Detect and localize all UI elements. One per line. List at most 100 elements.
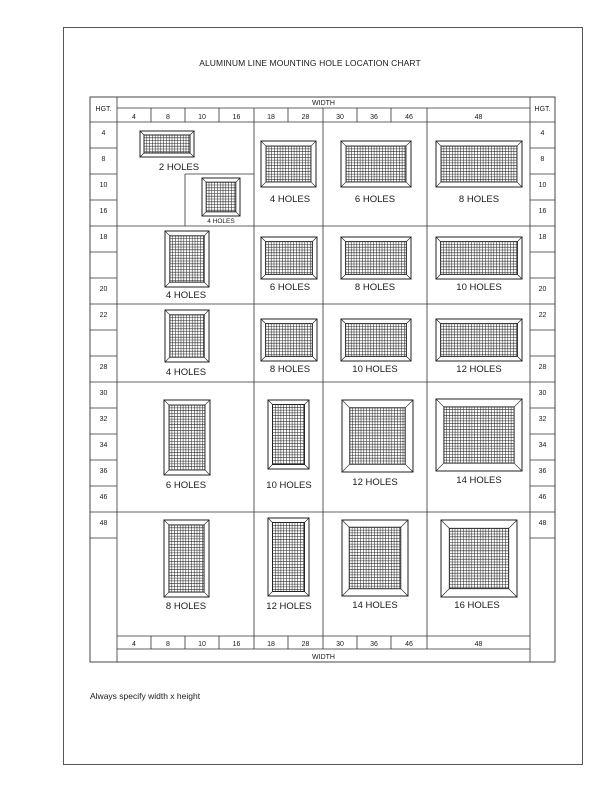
grille-corner [260, 274, 266, 280]
hole-count-label: 10 HOLES [352, 364, 397, 375]
grille-corner [341, 519, 350, 528]
height-tick-label-right: 4 [541, 130, 545, 137]
grille-corner [341, 399, 351, 409]
grille-corner [340, 140, 347, 147]
hole-count-label: 14 HOLES [456, 475, 501, 486]
grille-corner [435, 236, 441, 242]
grille-mesh [345, 241, 407, 275]
grille-corner [189, 152, 195, 158]
grille-corner [404, 399, 414, 409]
grille-mesh [272, 404, 305, 465]
grille-4 [340, 140, 412, 188]
grille-mesh [349, 407, 406, 465]
grille-corner [312, 318, 318, 324]
grille-mesh [265, 241, 313, 275]
grille-corner [341, 463, 351, 473]
width-tick-label-top: 36 [370, 114, 378, 121]
grille-corner [516, 140, 523, 147]
grille-corner [267, 591, 273, 597]
grille-corner [405, 181, 412, 188]
grille-corner [340, 318, 346, 324]
hole-count-label: 8 HOLES [270, 364, 310, 375]
width-tick-label-bottom: 28 [302, 641, 310, 648]
grille-20 [341, 519, 409, 597]
height-tick-label-left: 34 [100, 442, 108, 449]
grille-corner [341, 588, 350, 597]
height-header-right: HGT. [535, 106, 551, 113]
width-tick-label-bottom: 16 [233, 641, 241, 648]
grille-corner [517, 274, 523, 280]
height-tick-label-left: 20 [100, 286, 108, 293]
width-tick-label-top: 30 [336, 114, 344, 121]
grille-mesh [169, 405, 205, 470]
grille-core [169, 314, 205, 358]
grille-corner [310, 140, 317, 147]
grille-corner [340, 236, 346, 242]
grille-mesh [206, 182, 236, 212]
grille-corner [435, 398, 445, 408]
grille-18 [163, 519, 210, 598]
hole-count-label: 4 HOLES [166, 290, 206, 301]
grille-mesh [440, 241, 518, 275]
grille-core [168, 404, 206, 471]
grille-corner [406, 318, 412, 324]
grille-16 [341, 399, 414, 473]
grille-corner [516, 181, 523, 188]
grille-mesh [440, 323, 518, 357]
grille-corner [312, 236, 318, 242]
grille-corner [312, 274, 318, 280]
hole-count-label: 4 HOLES [270, 194, 310, 205]
grille-12 [340, 318, 412, 362]
height-tick-label-left: 10 [100, 182, 108, 189]
grille-corner [203, 591, 210, 598]
width-tick-label-top: 16 [233, 114, 241, 121]
height-tick-label-right: 16 [539, 208, 547, 215]
grille-mesh [144, 135, 190, 153]
hole-count-label: 8 HOLES [459, 194, 499, 205]
grille-corner [260, 181, 267, 188]
grille-corner [164, 281, 171, 288]
grille-14 [163, 399, 211, 476]
grille-corner [267, 464, 273, 470]
grille-corner [513, 398, 523, 408]
hole-count-label: 12 HOLES [352, 477, 397, 488]
grille-corner [139, 152, 145, 158]
width-header-top: WIDTH [312, 100, 335, 107]
grille-corner [267, 399, 273, 405]
grille-corner [517, 236, 523, 242]
page-frame [63, 27, 583, 765]
grille-corner [204, 399, 211, 406]
grille-corner [435, 318, 441, 324]
width-tick-label-top: 4 [132, 114, 136, 121]
grille-corner [400, 519, 409, 528]
height-tick-label-right: 18 [539, 234, 547, 241]
hole-count-label: 10 HOLES [456, 282, 501, 293]
width-tick-label-bottom: 8 [166, 641, 170, 648]
grille-core [205, 181, 237, 213]
grille-mesh [266, 146, 311, 182]
grille-corner [508, 588, 518, 598]
grille-corner [340, 274, 346, 280]
grille-mesh [346, 146, 406, 182]
grille-corner [164, 356, 171, 363]
height-tick-label-left: 46 [100, 494, 108, 501]
grille-corner [310, 181, 317, 188]
grille-17 [435, 398, 523, 472]
height-tick-label-right: 48 [539, 520, 547, 527]
grille-corner [435, 181, 442, 188]
height-tick-label-right: 8 [541, 156, 545, 163]
height-header-left: HGT. [96, 106, 112, 113]
grille-mesh [168, 524, 205, 593]
height-tick-label-left: 8 [102, 156, 106, 163]
grille-corner [340, 181, 347, 188]
grille-8 [340, 236, 412, 280]
grille-corner [163, 399, 170, 406]
height-tick-label-left: 32 [100, 416, 108, 423]
grille-corner [435, 140, 442, 147]
width-tick-label-top: 8 [166, 114, 170, 121]
grille-corner [204, 469, 211, 476]
width-tick-label-bottom: 36 [370, 641, 378, 648]
width-tick-label-bottom: 18 [267, 641, 275, 648]
width-tick-label-bottom: 48 [475, 641, 483, 648]
grille-corner [513, 462, 523, 472]
